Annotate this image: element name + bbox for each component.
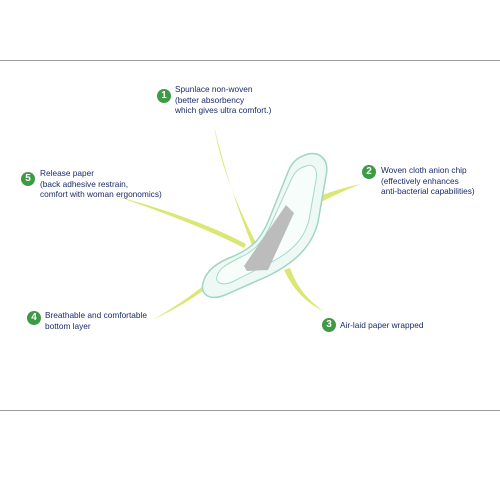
callout-4: Breathable and comfortable bottom layer	[45, 310, 147, 331]
callout-3-line: Air-laid paper wrapped	[340, 320, 424, 330]
leader-line-1	[214, 126, 256, 245]
callout-4-line: bottom layer	[45, 320, 91, 331]
leader-line-5	[116, 196, 246, 248]
callout-2-line: Woven cloth anion chip	[381, 165, 467, 175]
callout-badge-3: 3	[322, 318, 336, 332]
callout-3: Air-laid paper wrapped	[340, 320, 423, 331]
callout-1-line: Spunlace non-woven	[175, 84, 253, 94]
callout-1-line: (better absorbency	[175, 94, 245, 105]
callout-badge-4: 4	[27, 311, 41, 325]
bottom-divider	[0, 410, 500, 411]
callout-1: Spunlace non-woven (better absorbency wh…	[175, 84, 271, 116]
callout-2: Woven cloth anion chip (effectively enha…	[381, 165, 475, 197]
callout-5: Release paper (back adhesive restrain, c…	[40, 168, 162, 200]
callout-4-line: Breathable and comfortable	[45, 310, 147, 320]
pad-inner	[216, 164, 317, 285]
leader-line-3	[284, 268, 324, 311]
callout-1-line: which gives ultra comfort.)	[175, 105, 272, 116]
leader-lines	[116, 126, 361, 320]
callout-2-line: anti-bacterial capabilities)	[381, 186, 475, 197]
sanitary-pad	[201, 152, 328, 299]
callout-5-line: Release paper	[40, 168, 94, 178]
absorbent-core	[244, 205, 294, 271]
callout-badge-2: 2	[362, 165, 376, 179]
callout-5-line: (back adhesive restrain,	[40, 178, 129, 189]
callout-5-line: comfort with woman ergonomics)	[40, 189, 162, 200]
callout-badge-5: 5	[21, 172, 35, 186]
callout-badge-1: 1	[157, 89, 171, 103]
top-divider	[0, 60, 500, 61]
callout-2-line: (effectively enhances	[381, 175, 459, 186]
